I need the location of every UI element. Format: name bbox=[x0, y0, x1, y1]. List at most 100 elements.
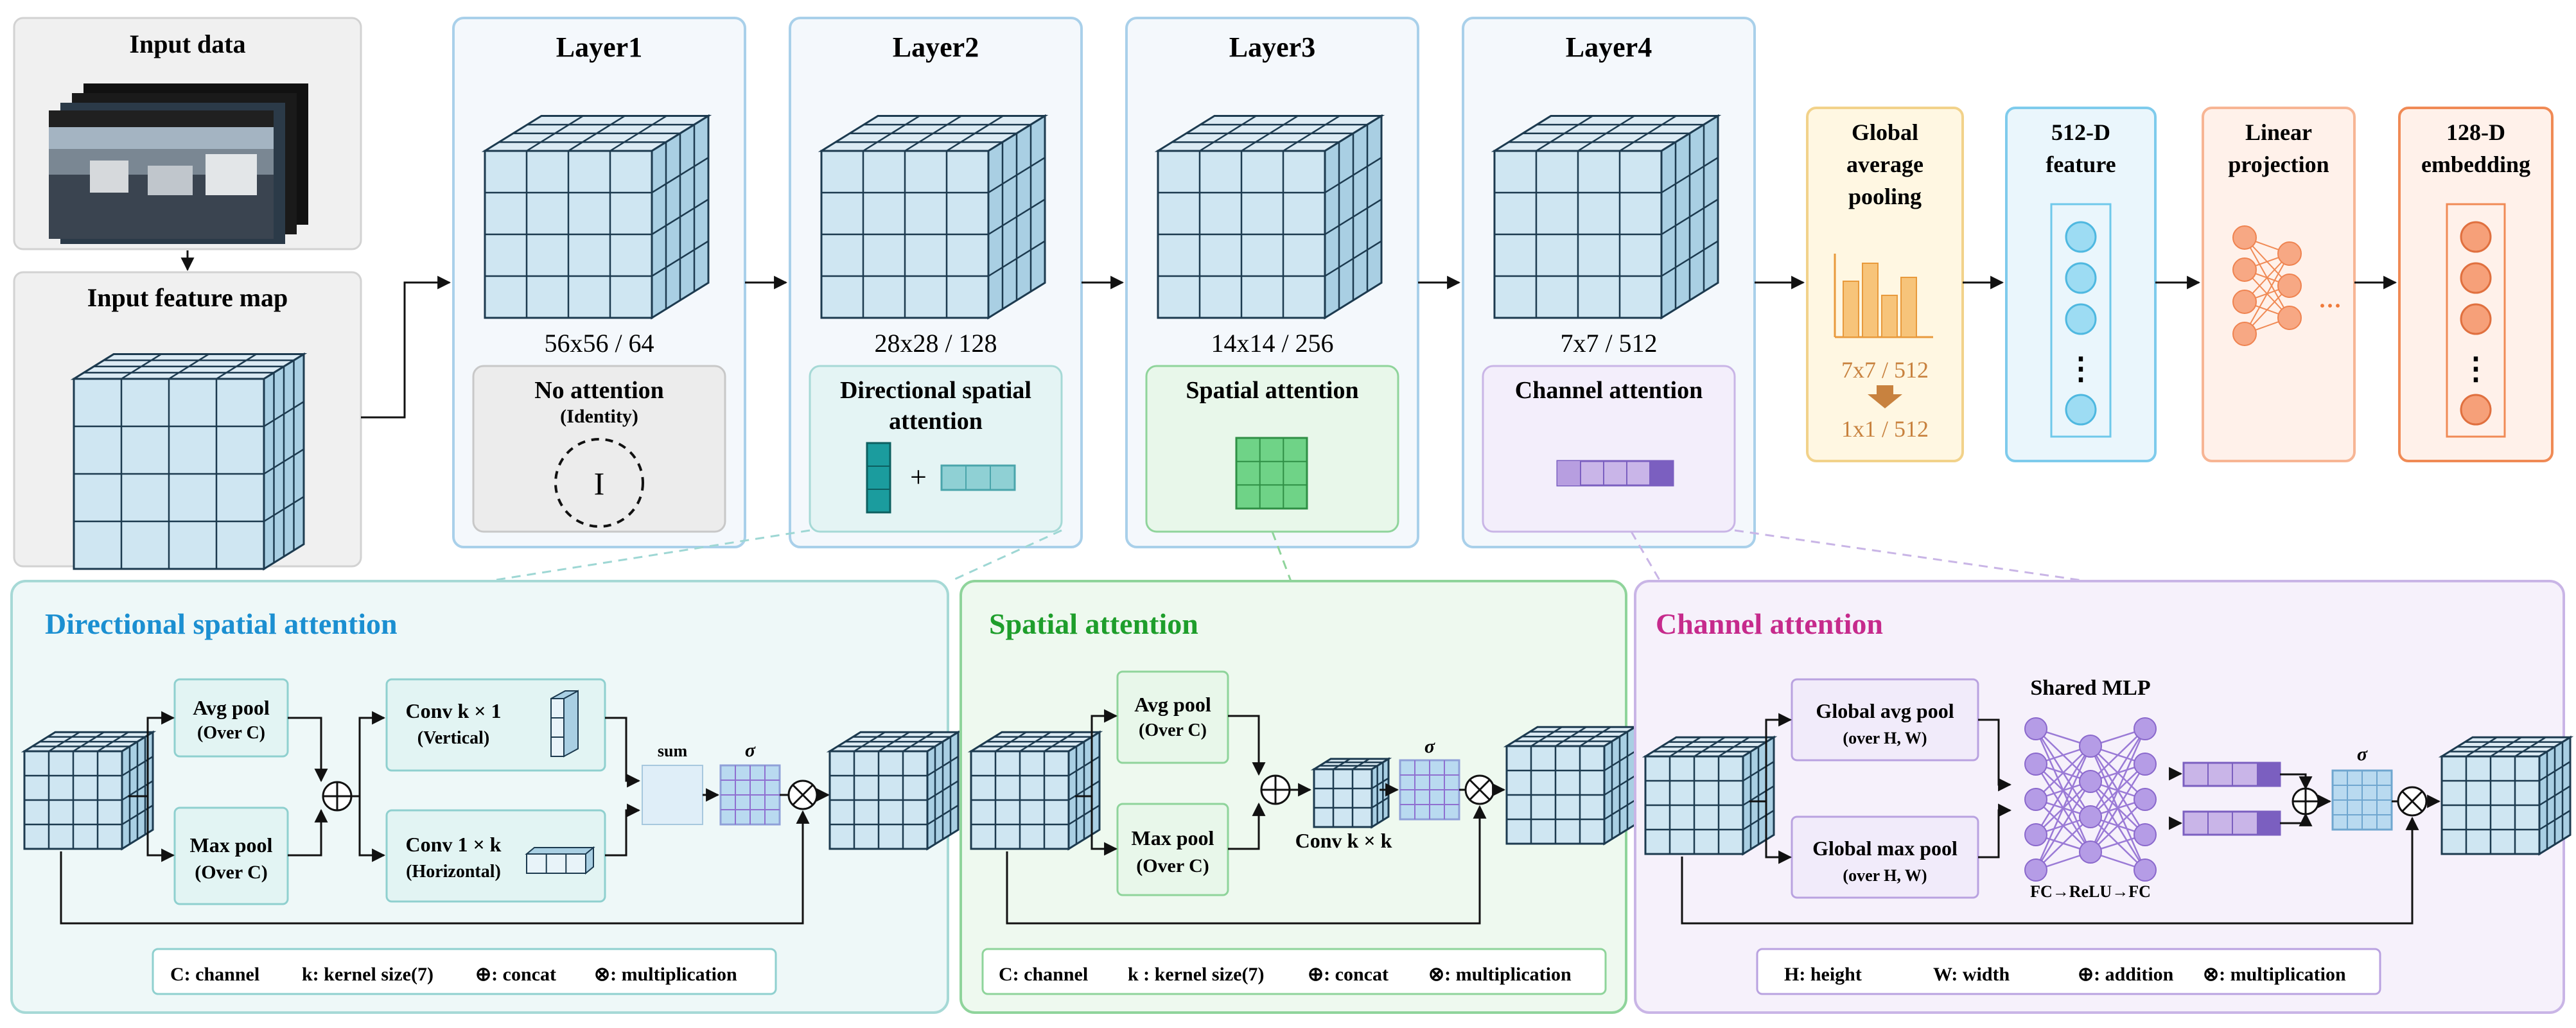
input-feature-cube bbox=[70, 352, 308, 571]
horizontal-strip-icon bbox=[940, 464, 1016, 491]
mlp-node bbox=[2134, 753, 2157, 776]
projection-ellipsis: ··· bbox=[2318, 293, 2342, 318]
layer2-attention-line2: attention bbox=[889, 408, 983, 435]
dsa-conv-vertical-sub: (Vertical) bbox=[417, 728, 489, 748]
projection-node bbox=[2232, 225, 2257, 250]
sa-connector bbox=[1271, 531, 1292, 582]
vertical-kernel-icon bbox=[550, 690, 579, 758]
ca-legend-multiplication: ⊗: multiplication bbox=[2203, 964, 2346, 985]
down-arrow-icon bbox=[1868, 385, 1902, 408]
mlp-node bbox=[2134, 858, 2157, 882]
plus-sign: + bbox=[910, 460, 927, 493]
layer2-attention: Directional spatial bbox=[840, 377, 1031, 404]
ca-global-max-pool-sub: (over H, W) bbox=[1843, 866, 1927, 885]
bar-icon bbox=[1834, 254, 1933, 338]
dsa-legend-channel: C: channel bbox=[170, 964, 259, 985]
dsa-title: Directional spatial attention bbox=[45, 607, 398, 640]
embedding-title-line2: embedding bbox=[2421, 152, 2530, 177]
layer2-cube bbox=[818, 114, 1049, 320]
layer3-cube bbox=[1154, 114, 1385, 320]
embedding-node bbox=[2460, 394, 2492, 426]
projection-network-icon bbox=[2232, 225, 2302, 346]
dsa-sum-map bbox=[642, 765, 703, 825]
layer4-title: Layer4 bbox=[1566, 31, 1652, 63]
mlp-node bbox=[2079, 770, 2102, 793]
sa-conv-cube bbox=[1310, 757, 1392, 829]
projection-node bbox=[2277, 274, 2302, 298]
dsa-sum-label: sum bbox=[658, 742, 688, 760]
sa-output-cube bbox=[1503, 725, 1639, 846]
layer3-panel: Layer3 14x14 / 256 Spatial attention bbox=[1125, 17, 1419, 548]
gap-from-dims: 7x7 / 512 bbox=[1841, 357, 1929, 383]
input-data-title: Input data bbox=[129, 30, 245, 58]
feature-node bbox=[2065, 221, 2097, 253]
dsa-max-pool: Max pool bbox=[190, 833, 273, 857]
embedding-node bbox=[2460, 262, 2492, 294]
layer4-cube bbox=[1491, 114, 1722, 320]
sa-legend-multiplication: ⊗: multiplication bbox=[1428, 964, 1572, 985]
ca-mlp-label: Shared MLP bbox=[2030, 676, 2150, 700]
projection-node bbox=[2232, 257, 2257, 282]
sa-sigmoid-map bbox=[1399, 759, 1460, 821]
projection-node bbox=[2232, 290, 2257, 314]
layer1-cube bbox=[481, 114, 712, 320]
feature512-title-line1: 512-D bbox=[2051, 119, 2110, 145]
dsa-connector-right bbox=[950, 529, 1062, 582]
feature512-panel: 512-D feature ⋮ bbox=[2005, 107, 2157, 462]
projection-panel: Linear projection ··· bbox=[2202, 107, 2356, 462]
dsa-sigma: σ bbox=[745, 740, 756, 761]
embedding-node bbox=[2460, 221, 2492, 253]
dsa-max-pool-sub: (Over C) bbox=[195, 862, 268, 883]
gap-to-dims: 1x1 / 512 bbox=[1841, 416, 1929, 442]
projection-node bbox=[2277, 241, 2302, 266]
spatial-grid-icon bbox=[1235, 437, 1308, 510]
sa-input-cube bbox=[967, 730, 1103, 851]
ca-mlp-sub: FC→ReLU→FC bbox=[2030, 882, 2151, 901]
dsa-conv-vertical: Conv k × 1 bbox=[406, 699, 502, 722]
ca-legend-height: H: height bbox=[1784, 964, 1862, 985]
projection-node bbox=[2232, 322, 2257, 346]
mlp-node bbox=[2079, 735, 2102, 758]
sa-legend-concat: ⊕: concat bbox=[1308, 964, 1389, 985]
mlp-node bbox=[2079, 805, 2102, 828]
layer1-dims: 56x56 / 64 bbox=[544, 329, 654, 358]
dsa-avg-pool-sub: (Over C) bbox=[197, 723, 265, 743]
ca-sigmoid-map bbox=[2331, 769, 2393, 831]
sa-title: Spatial attention bbox=[989, 607, 1198, 640]
layer3-dims: 14x14 / 256 bbox=[1211, 329, 1333, 358]
gap-title-line2: average bbox=[1846, 152, 1923, 177]
embedding-panel: 128-D embedding ⋮ bbox=[2398, 107, 2554, 462]
sa-max-pool: Max pool bbox=[1132, 826, 1214, 849]
projection-title-line1: Linear bbox=[2245, 119, 2312, 145]
ca-connector-right bbox=[1734, 529, 2088, 582]
layer3-attention: Spatial attention bbox=[1186, 377, 1358, 404]
mlp-node bbox=[2079, 841, 2102, 864]
layer2-title: Layer2 bbox=[893, 31, 979, 63]
gap-title-line3: pooling bbox=[1848, 184, 1922, 209]
dsa-legend-multiplication: ⊗: multiplication bbox=[594, 964, 737, 985]
identity-symbol: I bbox=[594, 466, 605, 501]
mlp-node bbox=[2134, 788, 2157, 811]
dsa-conv-horizontal: Conv 1 × k bbox=[406, 833, 502, 856]
feature512-dots: ⋮ bbox=[2065, 352, 2096, 386]
sa-detail-panel: Spatial attention Avg pool (Over C) Max … bbox=[959, 580, 1639, 1014]
layer1-attention: No attention bbox=[534, 377, 664, 404]
ca-title: Channel attention bbox=[1656, 607, 1883, 640]
embedding-node bbox=[2460, 303, 2492, 335]
layer2-panel: Layer2 28x28 / 128 Directional spatial a… bbox=[789, 17, 1083, 548]
ca-legend-width: W: width bbox=[1933, 964, 2010, 985]
sa-avg-pool: Avg pool bbox=[1134, 693, 1211, 716]
mlp-node bbox=[2024, 823, 2047, 846]
dsa-detail-panel: Directional spatial attention Avg pool (… bbox=[10, 580, 962, 1014]
input-image-stack bbox=[49, 83, 308, 244]
input-feature-map-title: Input feature map bbox=[87, 283, 288, 312]
sa-conv-label: Conv k × k bbox=[1295, 829, 1392, 852]
ca-legend-addition: ⊕: addition bbox=[2078, 964, 2174, 985]
feature-node bbox=[2065, 262, 2097, 294]
layer1-attention-sub: (Identity) bbox=[560, 406, 638, 427]
dsa-conv-horizontal-sub: (Horizontal) bbox=[406, 862, 501, 882]
dsa-input-cube bbox=[21, 730, 157, 851]
ca-input-cube bbox=[1642, 735, 1778, 856]
mlp-node bbox=[2024, 858, 2047, 882]
